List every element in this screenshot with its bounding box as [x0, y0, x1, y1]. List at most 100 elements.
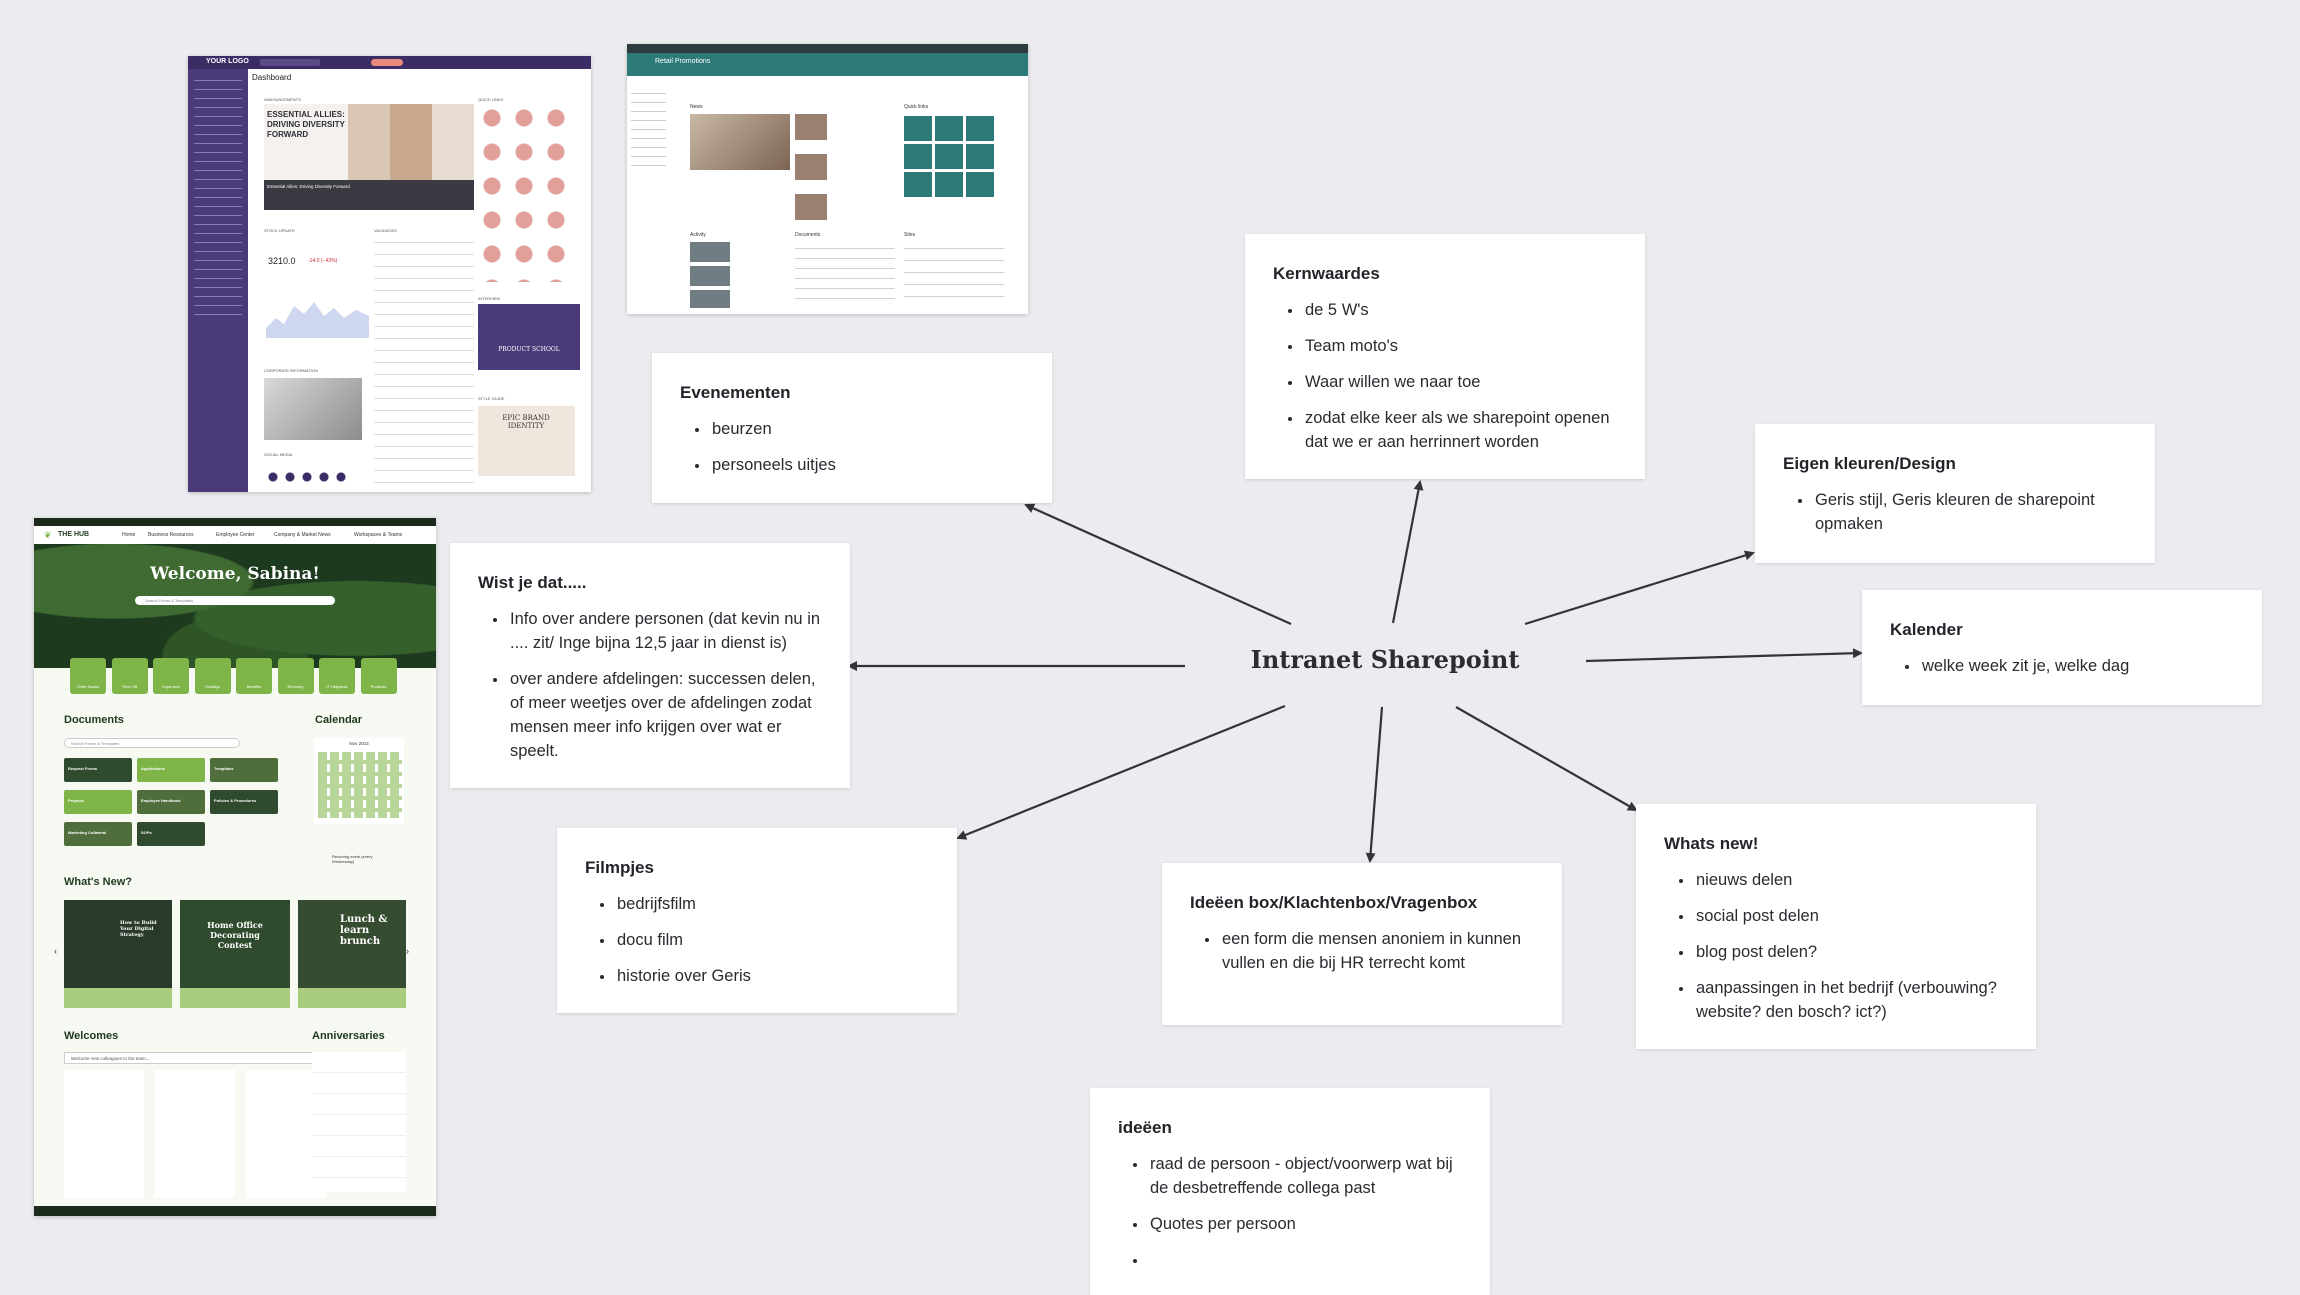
hub-doc-tile[interactable]: Employee Handbook: [137, 790, 205, 814]
hub-quick-icon-tile[interactable]: IT Helpdesk: [319, 658, 355, 694]
card-kalender[interactable]: Kalender welke week zit je, welke dag: [1862, 590, 2262, 705]
hub-doc-tile[interactable]: Projects: [64, 790, 132, 814]
hub-quick-icon-tile[interactable]: Time Off: [111, 658, 148, 694]
list-item: aanpassingen in het bedrijf (verbouwing?…: [1694, 976, 2008, 1024]
retail-activity-label: Activity: [690, 232, 706, 238]
hub-prev-icon[interactable]: ‹: [54, 946, 57, 956]
hub-quick-icon-tile[interactable]: Holidays: [194, 658, 231, 694]
dashboard-sidebar: [188, 69, 248, 492]
hub-doc-tile[interactable]: Applications: [137, 758, 205, 782]
hub-welcomes-input[interactable]: Welcome new colleagues to the team...: [64, 1052, 326, 1064]
hub-doc-tile-label: Projects: [68, 798, 84, 803]
card-evenementen[interactable]: Evenementen beurzen personeels uitjes: [652, 353, 1052, 503]
dashboard-social-label: SOCIAL MEDIA: [264, 452, 293, 457]
hub-doc-tile-label: Request Forms: [68, 766, 98, 771]
hub-news-card-3[interactable]: Lunch & learn brunch: [298, 900, 406, 1008]
hub-calendar[interactable]: Nov 2023: [314, 738, 404, 824]
card-ideeen[interactable]: ideëen raad de persoon - object/voorwerp…: [1090, 1088, 1490, 1295]
card-wist-je-dat[interactable]: Wist je dat..... Info over andere person…: [450, 543, 850, 788]
dashboard-brand-card[interactable]: EPIC BRAND IDENTITY: [478, 406, 575, 476]
hub-event: Recurring event (every Wednesday): [332, 854, 373, 864]
hub-quick-icon-tile[interactable]: Directory: [277, 658, 314, 694]
retail-quick-links-tiles[interactable]: [904, 116, 994, 198]
arrow-to-evenementen: [1024, 503, 1292, 626]
stock-chart-svg: [266, 302, 369, 338]
hub-anniversaries-list[interactable]: [312, 1052, 406, 1192]
hub-quick-icon-tile[interactable]: Expenses: [153, 658, 189, 694]
dashboard-quick-links-grid[interactable]: [482, 108, 577, 282]
hub-calendar-days[interactable]: [318, 752, 402, 818]
retail-sites-list[interactable]: [904, 242, 1004, 308]
hub-welcomes-title: Welcomes: [64, 1030, 119, 1042]
hub-news-strip-1: [64, 988, 172, 1008]
card-kernwaarden-list: de 5 W's Team moto's Waar willen we naar…: [1273, 298, 1617, 454]
dashboard-announcements-label: ANNOUNCEMENTS: [264, 97, 301, 102]
hub-documents-search[interactable]: Search Forms & Templates: [64, 738, 240, 748]
hub-nav-home[interactable]: Home: [122, 532, 136, 538]
hub-doc-tile[interactable]: Policies & Procedures: [210, 790, 278, 814]
card-filmpjes[interactable]: Filmpjes bedrijfsfilm docu film historie…: [557, 828, 957, 1013]
list-item: Team moto's: [1303, 334, 1617, 358]
retail-news-thumbs[interactable]: [795, 114, 827, 220]
hub-news-card-1[interactable]: How to Build Your Digital Strategy: [64, 900, 172, 1008]
card-whats-new-title: Whats new!: [1664, 834, 1759, 853]
hub-doc-tile[interactable]: SOPs: [137, 822, 205, 846]
arrow-to-kalender: [1585, 648, 1863, 663]
dashboard-search[interactable]: [260, 59, 320, 66]
hub-nav-employee[interactable]: Employee Center: [216, 532, 255, 538]
hub-doc-tile[interactable]: Request Forms: [64, 758, 132, 782]
hub-nav-business[interactable]: Business Resources: [148, 532, 194, 538]
card-kalender-list: welke week zit je, welke dag: [1890, 654, 2234, 678]
dashboard-stock-chart: [266, 288, 369, 338]
card-whats-new[interactable]: Whats new! nieuws delen social post dele…: [1636, 804, 2036, 1049]
retail-activity-list[interactable]: [690, 242, 790, 308]
dashboard-hero[interactable]: ESSENTIAL ALLIES: DRIVING DIVERSITY FORW…: [264, 104, 474, 210]
hub-next-icon[interactable]: ›: [406, 946, 409, 956]
hub-quick-icon-tile[interactable]: Products: [360, 658, 397, 694]
hub-doc-tile-label: Employee Handbook: [141, 798, 181, 803]
hub-doc-tile-label: SOPs: [141, 830, 152, 835]
hub-leaf-icon: ❦: [44, 530, 52, 540]
dashboard-screenshot[interactable]: YOUR LOGO Dashboard ANNOUNCEMENTS ESSENT…: [188, 56, 591, 492]
card-eigen-kleuren[interactable]: Eigen kleuren/Design Geris stijl, Geris …: [1755, 424, 2155, 563]
hub-news-card-2[interactable]: Home Office Decorating Contest: [180, 900, 290, 1008]
hub-news-strip-2: [180, 988, 290, 1008]
hub-nav-workspaces[interactable]: Workspaces & Teams: [354, 532, 403, 538]
hub-welcomes-cards[interactable]: [64, 1070, 326, 1198]
dashboard-vacancies-list[interactable]: [374, 236, 474, 486]
center-topic[interactable]: Intranet Sharepoint: [1250, 645, 1520, 674]
list-item: beurzen: [710, 417, 1024, 441]
hub-calendar-title: Calendar: [315, 714, 363, 726]
card-kernwaarden[interactable]: Kernwaardes de 5 W's Team moto's Waar wi…: [1245, 234, 1645, 479]
retail-documents-list[interactable]: [795, 242, 895, 308]
hub-documents-title: Documents: [64, 714, 124, 726]
retail-news-hero[interactable]: [690, 114, 790, 170]
dashboard-brand-text: EPIC BRAND IDENTITY: [502, 414, 550, 430]
list-item: Waar willen we naar toe: [1303, 370, 1617, 394]
hub-quick-icon-label: Holidays: [204, 684, 221, 689]
hub-welcome: Welcome, Sabina!: [150, 564, 320, 584]
retail-screenshot[interactable]: Retail Promotions News Quick links Activ…: [627, 44, 1028, 314]
hub-doc-tile[interactable]: Marketing Collateral: [64, 822, 132, 846]
list-item: Info over andere personen (dat kevin nu …: [508, 607, 822, 655]
hub-nav-news[interactable]: Company & Market News: [274, 532, 331, 538]
hub-quick-icon-tile[interactable]: Benefits: [236, 658, 272, 694]
hub-quick-icon-tile[interactable]: Order Books: [70, 658, 106, 694]
card-ideeenbox[interactable]: Ideëen box/Klachtenbox/Vragenbox een for…: [1162, 863, 1562, 1025]
dashboard-social-icons[interactable]: [268, 472, 353, 482]
hub-doc-tile[interactable]: Templates: [210, 758, 278, 782]
hub-screenshot[interactable]: ❦ THE HUB Home Business Resources Employ…: [34, 518, 436, 1216]
arrow-to-whats-new: [1455, 706, 1638, 811]
dashboard-action-pill[interactable]: [371, 59, 403, 66]
list-item: docu film: [615, 928, 929, 952]
arrow-to-eigen-kleuren: [1524, 550, 1755, 626]
list-item: nieuws delen: [1694, 868, 2008, 892]
retail-quick-links-label: Quick links: [904, 104, 929, 110]
hub-quick-icon-label: Time Off: [121, 684, 138, 689]
retail-nav[interactable]: [631, 88, 666, 168]
hub-search[interactable]: Search Forms & Templates: [135, 596, 335, 605]
dashboard-stock-value: 3210.0: [268, 256, 296, 266]
dashboard-video[interactable]: PRODUCT SCHOOL: [478, 304, 580, 370]
